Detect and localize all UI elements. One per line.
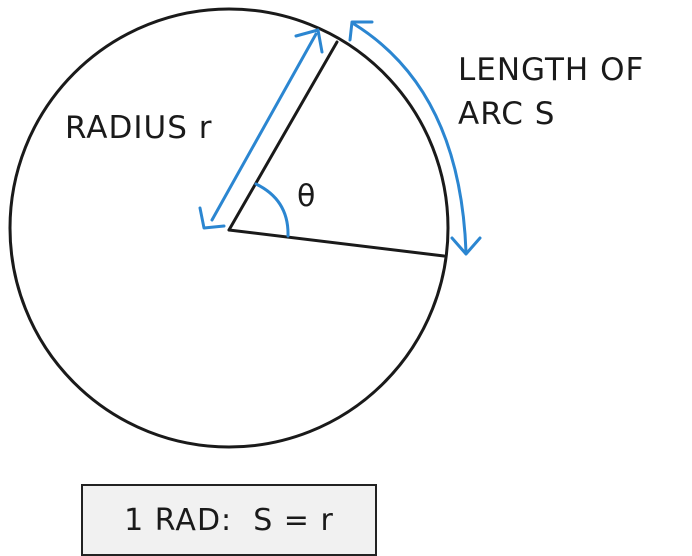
- angle-arc: [254, 182, 290, 238]
- formula-box: 1 RAD: S = r: [81, 484, 377, 556]
- radius-arrow: [198, 28, 324, 230]
- radius-line-upper: [227, 40, 339, 232]
- angle-label: θ: [297, 179, 315, 214]
- arc-label-line1: LENGTH OF: [458, 52, 644, 88]
- circle-outline: [8, 7, 450, 449]
- radius-label: RADIUS r: [65, 110, 212, 146]
- formula-text: 1 RAD: S = r: [124, 502, 334, 538]
- arc-label-line2: ARC S: [458, 96, 555, 132]
- radius-line-lower: [227, 228, 446, 258]
- arc-length-arrow: [348, 20, 482, 256]
